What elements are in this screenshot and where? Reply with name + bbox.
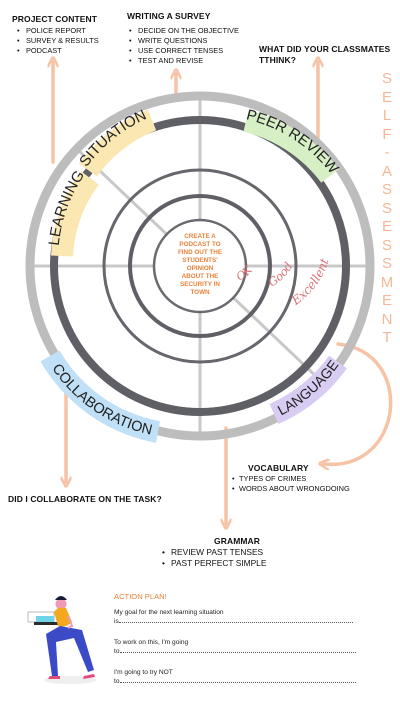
project-content-title: PROJECT CONTENT — [12, 14, 98, 24]
sa-letter: S — [381, 236, 392, 254]
action-plan-line-1-end: is — [114, 618, 119, 625]
vocabulary-title: VOCABULARY — [248, 463, 309, 473]
answer-dotted-line — [119, 682, 356, 683]
vocabulary-block: VOCABULARY TYPES OF CRIMES WORDS ABOUT W… — [232, 463, 398, 494]
ring-outer — [25, 91, 375, 441]
action-plan-line-3: I'm going to try NOT — [114, 669, 173, 676]
action-plan-title: ACTION PLAN! — [114, 592, 167, 601]
project-content-list: POLICE REPORT SURVEY & RESULTS PODCAST — [15, 26, 122, 56]
wheel-center-text: CREATE A PODCAST TO FIND OUT THE STUDENT… — [177, 233, 223, 296]
grammar-title: GRAMMAR — [214, 536, 261, 546]
ring-center — [152, 218, 248, 314]
sa-letter: T — [382, 329, 392, 346]
sa-letter: E — [381, 292, 392, 309]
action-plan-line-1: My goal for the next learning situation — [114, 609, 224, 616]
arrows — [53, 62, 393, 524]
label-peer-review: PEER REVIEW — [245, 106, 343, 177]
segment-highlights — [40, 109, 347, 443]
sa-letter: S — [381, 181, 392, 198]
ring-excellent — [50, 116, 350, 416]
list-item: WRITE QUESTIONS — [127, 36, 257, 46]
answer-dotted-line — [118, 622, 353, 623]
classmates-question: WHAT DID YOUR CLASSMATES TTHINK? — [259, 44, 391, 65]
list-item: POLICE REPORT — [15, 26, 122, 36]
grammar-block: GRAMMAR REVIEW PAST TENSES PAST PERFECT … — [160, 536, 340, 569]
sa-letter: E — [381, 88, 392, 106]
action-plan-line-3-end: to — [114, 678, 120, 685]
action-plan-answer-2[interactable]: to — [114, 647, 364, 656]
action-plan-line-2-end: to — [114, 648, 120, 655]
ring-ok — [128, 194, 272, 338]
sa-letter: S — [381, 70, 392, 87]
wheel-rings — [25, 91, 375, 441]
list-item: TYPES OF CRIMES — [230, 474, 398, 484]
action-plan-answer-3[interactable]: to — [114, 677, 364, 686]
list-item: TEST AND REVISE — [127, 56, 257, 66]
sa-letter: M — [380, 273, 394, 291]
writing-survey-list: DECIDE ON THE OBJECTIVE WRITE QUESTIONS … — [127, 26, 257, 66]
action-plan-answer-1[interactable]: is — [114, 617, 364, 626]
ring-level-labels: OK Good Excellent — [234, 257, 332, 309]
vocabulary-list: TYPES OF CRIMES WORDS ABOUT WRONGDOING — [230, 474, 398, 494]
list-item: USE CORRECT TENSES — [127, 46, 257, 56]
arrow-vocabulary — [324, 342, 393, 464]
sa-letter: L — [382, 107, 392, 124]
sa-letter: S — [381, 255, 392, 272]
person-laptop-illustration — [27, 596, 96, 684]
collaboration-question: DID I COLLABORATE ON THE TASK? — [8, 494, 162, 504]
project-content-block: PROJECT CONTENT POLICE REPORT SURVEY & R… — [12, 14, 122, 56]
list-item: SURVEY & RESULTS — [15, 36, 122, 46]
writing-survey-block: WRITING A SURVEY DECIDE ON THE OBJECTIVE… — [127, 11, 257, 66]
action-plan-line-2: To work on this, I'm going — [114, 639, 189, 646]
grammar-list: REVIEW PAST TENSES PAST PERFECT SIMPLE — [160, 547, 340, 569]
sa-letter: A — [381, 162, 392, 180]
writing-survey-title: WRITING A SURVEY — [127, 11, 211, 21]
sa-letter: S — [381, 199, 392, 217]
answer-dotted-line — [119, 652, 356, 653]
list-item: REVIEW PAST TENSES — [160, 547, 340, 558]
ring-good — [102, 168, 298, 364]
sa-letter: F — [382, 125, 392, 143]
sa-letter: - — [384, 144, 390, 161]
list-item: WORDS ABOUT WRONGDOING — [230, 484, 398, 494]
self-assessment-vertical: S E L F - A S S E S S M E N T — [380, 70, 394, 348]
list-item: DECIDE ON THE OBJECTIVE — [127, 26, 257, 36]
list-item: PODCAST — [15, 46, 122, 56]
sa-letter: N — [381, 310, 393, 328]
sa-letter: E — [381, 218, 392, 235]
action-plan-block: ACTION PLAN! My goal for the next learni… — [114, 592, 364, 686]
list-item: PAST PERFECT SIMPLE — [160, 558, 340, 569]
